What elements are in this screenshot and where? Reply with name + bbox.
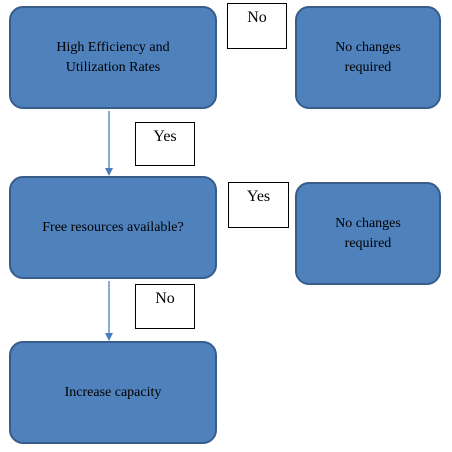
node-increase-capacity: Increase capacity <box>9 341 217 444</box>
node-increase-capacity-text: Increase capacity <box>64 384 162 400</box>
label-yes-middle: Yes <box>228 182 289 228</box>
label-no-second-arrow: No <box>135 284 195 329</box>
node-no-changes-middle-text: No changes required <box>335 215 401 251</box>
label-yes-first-arrow-text: Yes <box>153 128 177 145</box>
label-no-top: No <box>227 3 287 49</box>
node-free-resources: Free resources available? <box>9 176 217 279</box>
label-yes-first-arrow: Yes <box>135 122 195 166</box>
node-no-changes-top-text: No changes required <box>335 39 401 75</box>
node-high-efficiency: High Efficiency and Utilization Rates <box>9 6 217 109</box>
node-no-changes-middle: No changes required <box>295 182 441 285</box>
label-no-top-text: No <box>247 9 267 26</box>
label-yes-middle-text: Yes <box>246 188 271 205</box>
node-no-changes-top: No changes required <box>295 6 441 109</box>
node-high-efficiency-text: High Efficiency and Utilization Rates <box>56 39 170 75</box>
label-no-second-arrow-text: No <box>155 290 175 307</box>
node-free-resources-text: Free resources available? <box>42 219 184 235</box>
